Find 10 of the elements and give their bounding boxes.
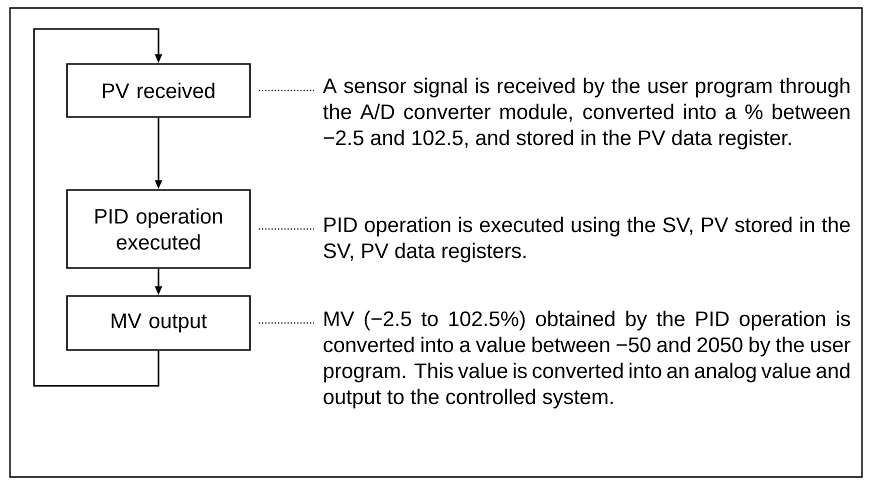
leader-line bbox=[258, 90, 314, 92]
description-text: PID operation is executed using the SV, PV stored in the SV, PV data registers. bbox=[324, 216, 850, 262]
leader-line bbox=[258, 322, 314, 324]
feedback-arrow bbox=[33, 28, 162, 387]
description-text: A sensor signal is received by the user program through the A/D converter module, converted into a % between −2.5 and 102.5, and stored in the PV data register. bbox=[322, 78, 850, 150]
process-box: PID operation executed bbox=[66, 189, 251, 269]
leader-line bbox=[258, 228, 314, 230]
description-text: MV (−2.5 to 102.5%) obtained by the PID operation is converted into a value between −50 and 2050 by the user program. This value is converted into an analog value and output to the controlled system. bbox=[324, 310, 850, 408]
process-box: MV output bbox=[66, 295, 251, 351]
process-box: PV received bbox=[66, 63, 251, 118]
